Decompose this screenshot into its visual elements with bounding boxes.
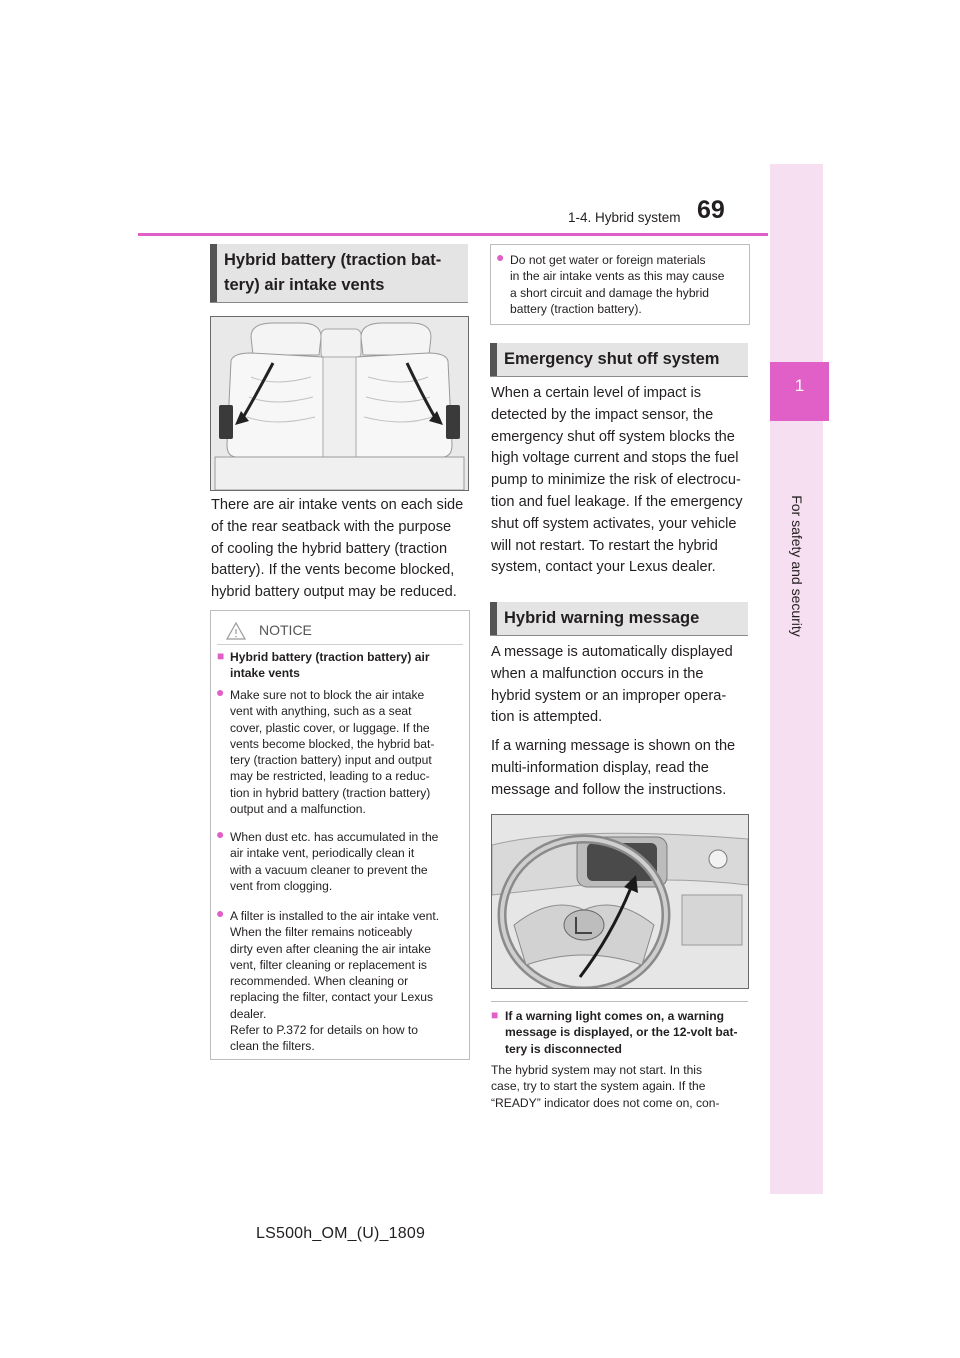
text-line: high voltage current and stops the fuel <box>491 450 739 467</box>
text-line: Refer to P.372 for details on how to <box>230 1023 419 1038</box>
text-line: hybrid system or an improper opera- <box>491 687 727 704</box>
square-bullet-icon: ■ <box>491 1008 499 1022</box>
text-line: vent, filter cleaning or replacement is <box>230 957 427 972</box>
notice-title: NOTICE <box>259 622 312 638</box>
round-bullet-icon: ● <box>216 905 225 921</box>
text-line: A message is automatically displayed <box>491 644 733 660</box>
text-line: dealer. <box>230 1006 267 1021</box>
heading-emergency-shut-off: Emergency shut off system <box>490 343 748 377</box>
text-line: Make sure not to block the air intake <box>230 688 425 702</box>
chapter-tab-number: 1 <box>794 376 805 395</box>
text-line: when a malfunction occurs in the <box>491 665 704 682</box>
heading-air-intake-vents: Hybrid battery (traction bat- tery) air … <box>210 244 468 303</box>
round-bullet-icon: ● <box>216 826 225 842</box>
text-line: shut off system activates, your vehicle <box>491 515 737 532</box>
heading-text: Emergency shut off system <box>504 350 720 368</box>
notice-separator <box>217 644 463 645</box>
round-bullet-icon: ● <box>216 684 225 700</box>
text-line: Hybrid battery (traction battery) air <box>230 650 430 664</box>
note-title: If a warning light comes on, a warning m… <box>505 1008 757 1057</box>
emergency-paragraph: When a certain level of impact is detect… <box>491 383 756 579</box>
text-line: tion and fuel leakage. If the emergency <box>491 493 743 510</box>
text-line: multi-information display, read the <box>491 759 709 776</box>
page-number: 69 <box>697 196 725 224</box>
text-line: replacing the filter, contact your Lexus <box>230 990 434 1005</box>
text-line: If a warning message is shown on the <box>491 738 736 754</box>
text-line: clean the filters. <box>230 1039 315 1054</box>
text-line: pump to minimize the risk of electrocu- <box>491 472 741 489</box>
square-bullet-icon: ■ <box>217 649 225 663</box>
text-line: output and a malfunction. <box>230 802 366 817</box>
text-line: with a vacuum cleaner to prevent the <box>230 862 428 877</box>
text-line: tion is attempted. <box>491 709 603 726</box>
text-line: intake vents <box>230 666 300 681</box>
heading-text: Hybrid warning message <box>504 609 700 627</box>
notice-bullet: Do not get water or foreign materials in… <box>510 252 746 317</box>
text-line: message and follow the instructions. <box>491 781 727 798</box>
heading-bar <box>210 244 217 302</box>
heading-line: tery) air intake vents <box>224 276 385 294</box>
heading-bar <box>490 343 497 376</box>
round-bullet-icon: ● <box>496 249 505 265</box>
heading-line: Hybrid battery (traction bat- <box>224 251 442 269</box>
warning-paragraph-1: A message is automatically displayed whe… <box>491 642 756 729</box>
text-line: When a certain level of impact is <box>491 385 702 401</box>
text-line: will not restart. To restart the hybrid <box>491 537 718 554</box>
text-line: message is displayed, or the 12-volt bat… <box>505 1025 738 1040</box>
text-line: A filter is installed to the air intake … <box>230 909 440 923</box>
text-line: Do not get water or foreign materials <box>510 253 706 267</box>
text-line: air intake vent, periodically clean it <box>230 846 415 861</box>
text-line: of the rear seatback with the purpose <box>211 518 452 535</box>
notice-subhead: Hybrid battery (traction battery) air in… <box>230 649 430 682</box>
heading-bar <box>490 602 497 635</box>
notice-bullet: Make sure not to block the air intake ve… <box>230 687 466 817</box>
warning-paragraph-2: If a warning message is shown on the mul… <box>491 736 756 801</box>
text-line: emergency shut off system blocks the <box>491 428 735 445</box>
notice-continued-box: ● Do not get water or foreign materials … <box>490 244 750 325</box>
text-line: of cooling the hybrid battery (traction <box>211 540 448 557</box>
text-line: may be restricted, leading to a reduc- <box>230 769 430 784</box>
text-line: The hybrid system may not start. In this <box>491 1063 703 1077</box>
text-line: detected by the impact sensor, the <box>491 406 714 423</box>
text-line: There are air intake vents on each side <box>211 497 464 513</box>
text-line: a short circuit and damage the hybrid <box>510 285 709 300</box>
text-line: battery). If the vents become blocked, <box>211 562 455 579</box>
text-line: recommended. When cleaning or <box>230 974 409 989</box>
note-body: The hybrid system may not start. In this… <box>491 1062 757 1111</box>
text-line: case, try to start the system again. If … <box>491 1079 706 1094</box>
text-line: tery (traction battery) input and output <box>230 753 432 768</box>
chapter-tab-title: For safety and security <box>789 495 805 637</box>
notice-bullet: A filter is installed to the air intake … <box>230 908 466 1055</box>
section-title: 1-4. Hybrid system <box>568 210 681 225</box>
intro-paragraph: There are air intake vents on each side … <box>211 495 473 604</box>
rear-seat-vents-figure <box>210 316 469 491</box>
text-line: If a warning light comes on, a warning <box>505 1009 725 1023</box>
text-line: tery is disconnected <box>505 1041 622 1056</box>
text-line: vents become blocked, the hybrid bat- <box>230 736 435 751</box>
text-line: in the air intake vents as this may caus… <box>510 269 725 284</box>
chapter-tab-marker[interactable] <box>770 362 829 421</box>
text-line: battery (traction battery). <box>510 301 642 316</box>
footer-doc-code: LS500h_OM_(U)_1809 <box>256 1225 426 1242</box>
warning-triangle-icon <box>225 621 247 646</box>
chapter-tab-strip <box>770 164 823 1194</box>
text-line: When dust etc. has accumulated in the <box>230 830 439 844</box>
notice-bullet: When dust etc. has accumulated in the ai… <box>230 829 466 894</box>
steering-wheel-illustration <box>492 815 748 988</box>
text-line: “READY” indicator does not come on, con- <box>491 1095 720 1110</box>
note-separator <box>491 1001 748 1002</box>
rear-seat-illustration <box>211 317 468 490</box>
heading-hybrid-warning-message: Hybrid warning message <box>490 602 748 636</box>
text-line: vent with anything, such as a seat <box>230 704 412 719</box>
notice-box: NOTICE ■ Hybrid battery (traction batter… <box>210 610 470 1060</box>
steering-wheel-display-figure <box>491 814 749 989</box>
header-rule <box>138 233 768 236</box>
text-line: system, contact your Lexus dealer. <box>491 559 716 576</box>
text-line: When the filter remains noticeably <box>230 925 413 940</box>
text-line: dirty even after cleaning the air intake <box>230 941 432 956</box>
text-line: cover, plastic cover, or luggage. If the <box>230 720 430 735</box>
text-line: hybrid battery output may be reduced. <box>211 584 457 601</box>
text-line: tion in hybrid battery (traction battery… <box>230 785 431 800</box>
text-line: vent from clogging. <box>230 878 333 893</box>
